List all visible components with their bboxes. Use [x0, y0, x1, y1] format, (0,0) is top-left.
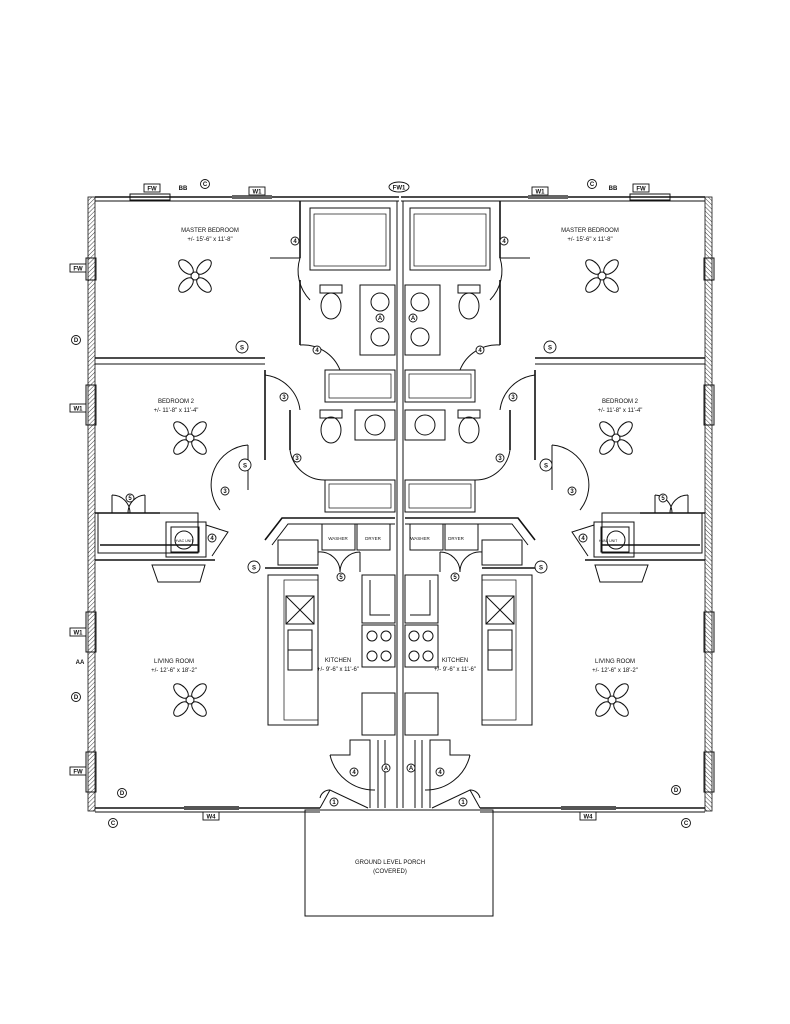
room-size: +/- 9'-6" x 11'-6"	[434, 667, 476, 673]
ceiling-fan-icon	[170, 680, 210, 720]
svg-text:1: 1	[332, 800, 336, 806]
svg-text:3: 3	[511, 395, 515, 401]
svg-text:D: D	[120, 791, 125, 797]
svg-text:A: A	[384, 766, 389, 772]
room-size: +/- 12'-6" x 18'-2"	[592, 668, 638, 674]
svg-text:5: 5	[128, 496, 132, 502]
room-size: +/- 15'-6" x 11'-8"	[187, 237, 232, 243]
svg-text:3: 3	[282, 395, 286, 401]
ceiling-fan-icon	[170, 418, 210, 458]
room-size: +/- 15'-6" x 11'-8"	[567, 237, 612, 243]
room-size: +/- 11'-8" x 11'-4"	[598, 408, 643, 414]
svg-text:BB: BB	[179, 186, 188, 192]
svg-text:FW: FW	[147, 187, 157, 193]
room-name: KITCHEN	[442, 658, 468, 664]
svg-text:W4: W4	[207, 815, 217, 821]
svg-text:4: 4	[438, 770, 442, 776]
dryer-label: DRYER	[365, 536, 381, 541]
ceiling-fan-icon	[596, 418, 636, 458]
svg-text:FW1: FW1	[393, 186, 406, 192]
hvac-label: HVAC UNIT	[599, 539, 618, 543]
svg-text:C: C	[590, 182, 595, 188]
room-note: (COVERED)	[373, 869, 407, 875]
washer-label: WASHER	[410, 536, 430, 541]
svg-text:S: S	[539, 566, 543, 572]
svg-text:AA: AA	[76, 660, 85, 666]
room-name: MASTER BEDROOM	[181, 228, 239, 234]
dryer-label: DRYER	[448, 536, 464, 541]
room-name: LIVING ROOM	[154, 659, 194, 665]
porch	[304, 809, 494, 917]
room-size: +/- 9'-6" x 11'-6"	[317, 667, 359, 673]
svg-text:D: D	[74, 338, 79, 344]
svg-text:W1: W1	[74, 407, 84, 413]
ceiling-fan-icon	[592, 680, 632, 720]
svg-text:3: 3	[223, 489, 227, 495]
svg-text:3: 3	[570, 489, 574, 495]
svg-text:3: 3	[498, 456, 502, 462]
svg-text:W1: W1	[253, 190, 263, 196]
svg-text:4: 4	[478, 348, 482, 354]
svg-text:S: S	[243, 464, 247, 470]
svg-text:S: S	[544, 464, 548, 470]
svg-text:FW: FW	[73, 770, 83, 776]
room-name: BEDROOM 2	[602, 399, 639, 405]
room-name: MASTER BEDROOM	[561, 228, 619, 234]
ceiling-fan-icon	[175, 256, 215, 296]
svg-text:1: 1	[461, 800, 465, 806]
svg-text:4: 4	[210, 536, 214, 542]
svg-text:A: A	[411, 316, 416, 322]
room-size: +/- 12'-6" x 18'-2"	[151, 668, 197, 674]
svg-text:W4: W4	[584, 815, 594, 821]
left-unit	[85, 193, 400, 813]
svg-text:D: D	[74, 695, 79, 701]
svg-text:5: 5	[661, 496, 665, 502]
svg-text:S: S	[548, 346, 552, 352]
svg-text:S: S	[240, 346, 244, 352]
window-tags: FW FW W1 W1 FW1 BB BB FW W1 W1 AA FW W4 …	[69, 181, 650, 821]
right-unit	[400, 193, 715, 813]
svg-text:4: 4	[293, 239, 297, 245]
room-name: KITCHEN	[325, 658, 351, 664]
callout-tags: C C D D D D C C S S S S S S 4 4 4 4 A A …	[71, 179, 691, 828]
svg-text:4: 4	[502, 239, 506, 245]
room-size: +/- 11'-8" x 11'-4"	[154, 408, 199, 414]
svg-text:BB: BB	[609, 186, 618, 192]
washer-label: WASHER	[328, 536, 348, 541]
svg-text:S: S	[252, 566, 256, 572]
svg-text:4: 4	[581, 536, 585, 542]
svg-text:FW: FW	[636, 187, 646, 193]
svg-text:W1: W1	[536, 190, 546, 196]
svg-text:C: C	[684, 821, 689, 827]
svg-text:FW: FW	[73, 267, 83, 273]
svg-text:A: A	[409, 766, 414, 772]
svg-text:4: 4	[315, 348, 319, 354]
hvac-label: HVAC UNIT	[175, 539, 194, 543]
svg-text:A: A	[378, 316, 383, 322]
room-name: BEDROOM 2	[158, 399, 195, 405]
svg-text:5: 5	[453, 575, 457, 581]
svg-text:C: C	[203, 182, 208, 188]
ceiling-fan-icon	[582, 256, 622, 296]
room-name: GROUND LEVEL PORCH	[355, 860, 425, 866]
svg-text:W1: W1	[74, 631, 84, 637]
svg-text:4: 4	[352, 770, 356, 776]
svg-text:D: D	[674, 788, 679, 794]
room-name: LIVING ROOM	[595, 659, 635, 665]
svg-text:C: C	[111, 821, 116, 827]
svg-text:3: 3	[295, 456, 299, 462]
svg-text:5: 5	[339, 575, 343, 581]
